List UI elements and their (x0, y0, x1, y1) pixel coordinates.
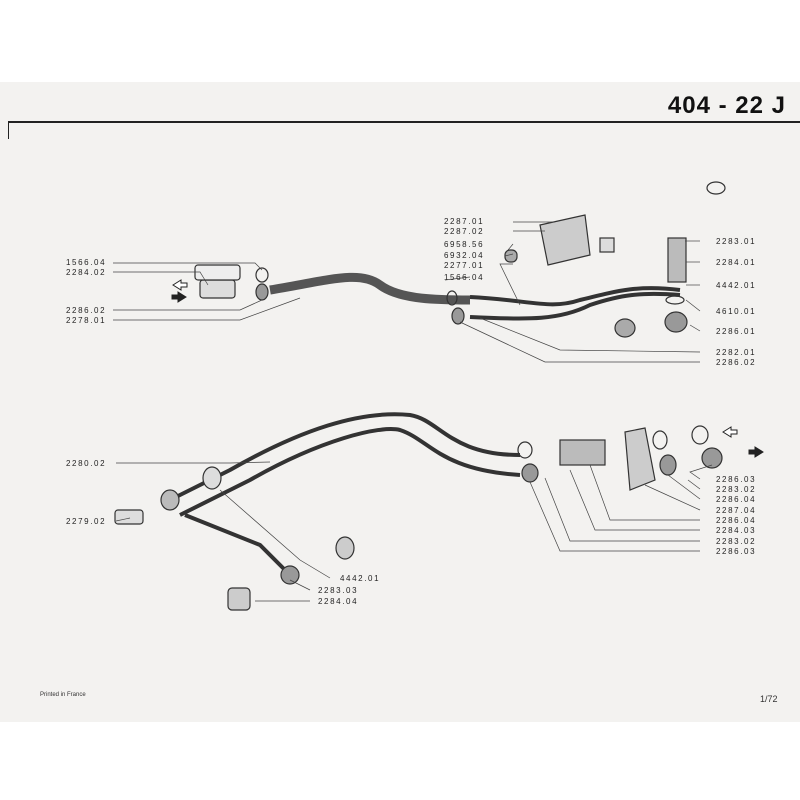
part-label: 2286.04 (716, 495, 757, 504)
part-label: 2286.02 (716, 358, 757, 367)
pipe-2280c (184, 513, 292, 577)
header-rule (8, 121, 800, 123)
part-label: 2282.01 (716, 348, 757, 357)
part-label: 2284.04 (318, 597, 359, 606)
pipe-2278 (269, 272, 471, 305)
part-label: 2287.04 (716, 506, 757, 515)
part-label: 2286.04 (716, 516, 757, 525)
part-label: 6932.04 (444, 251, 485, 260)
part-label: 4442.01 (716, 281, 757, 290)
page-number: 1/72 (760, 694, 778, 704)
part-label: 2283.02 (716, 485, 757, 494)
pipe-2277 (469, 286, 681, 307)
part-label: 2278.01 (66, 316, 107, 325)
part-label: 2286.03 (716, 547, 757, 556)
part-label: 2284.02 (66, 268, 107, 277)
part-label: 2287.01 (444, 217, 485, 226)
part-label: 2280.02 (66, 459, 107, 468)
pipe-2280b (179, 427, 521, 517)
scanned-sheet (0, 82, 800, 722)
flow-arrows (171, 279, 764, 458)
part-label: 1566.04 (444, 273, 485, 282)
part-label: 4442.01 (340, 574, 381, 583)
part-label: 1566.04 (66, 258, 107, 267)
part-label: 2286.03 (716, 475, 757, 484)
part-label: 2279.02 (66, 517, 107, 526)
part-label: 2284.01 (716, 258, 757, 267)
part-label: 2286.01 (716, 327, 757, 336)
part-label: 2283.02 (716, 537, 757, 546)
part-label: 2284.03 (716, 526, 757, 535)
part-label: 2283.03 (318, 586, 359, 595)
part-label: 2286.02 (66, 306, 107, 315)
part-label: 2277.01 (444, 261, 485, 270)
pipe-2282 (469, 291, 681, 321)
header-rule-tick (8, 121, 9, 139)
printed-note: Printed in France (40, 692, 86, 698)
part-label: 2287.02 (444, 227, 485, 236)
part-label: 2283.01 (716, 237, 757, 246)
page-title: 404 - 22 J (667, 92, 786, 119)
pipe-2280a (169, 412, 521, 502)
part-label: 4610.01 (716, 307, 757, 316)
part-label: 6958.56 (444, 240, 485, 249)
